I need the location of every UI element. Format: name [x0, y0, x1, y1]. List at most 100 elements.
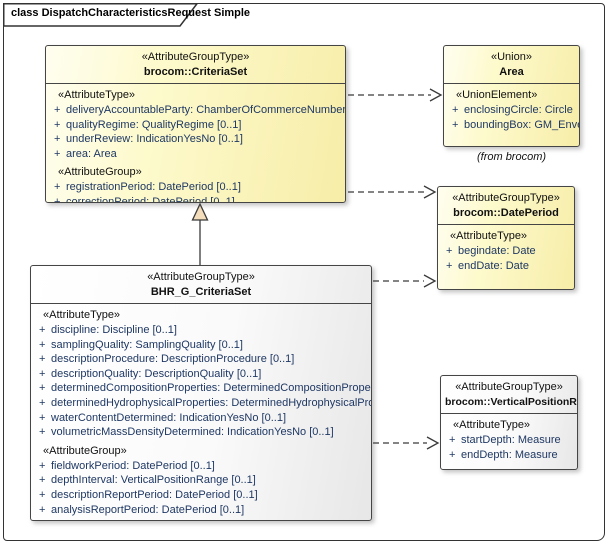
class-attributes: «AttributeType» + begindate: Date + endDat… — [438, 225, 574, 275]
visibility-plus: + — [449, 434, 456, 446]
attribute-row: + qualityRegime: QualityRegime [0..1] — [46, 118, 343, 133]
attribute-section-label: «AttributeType» — [43, 309, 121, 321]
class-brocom-verticalpositionrange[interactable]: «AttributeGroupType» brocom::VerticalPos… — [440, 375, 578, 470]
class-attributes: «UnionElement» +enclosingCircle: Circle … — [444, 84, 579, 134]
visibility-plus: + — [449, 448, 456, 461]
class-name: brocom::VerticalPositionRange — [445, 396, 577, 408]
class-header: «AttributeGroupType» brocom::CriteriaSet — [46, 46, 345, 84]
from-brocom-note: (from brocom) — [476, 151, 547, 163]
attribute-text: qualityRegime: QualityRegime [0..1] — [66, 118, 242, 131]
class-name: brocom::DatePeriod — [453, 207, 559, 219]
class-brocom-dateperiod[interactable]: «AttributeGroupType» brocom::DatePeriod … — [437, 186, 575, 290]
attribute-section-label: «AttributeType» — [453, 419, 531, 431]
attribute-row: + registrationPeriod: DatePeriod [0..1] — [46, 180, 343, 195]
attribute-row: +determinedHydrophysicalProperties: Dete… — [31, 396, 371, 411]
visibility-plus: + — [54, 195, 61, 203]
attribute-row: + enclosingCircle: Circle — [444, 103, 577, 118]
attribute-text: analysisReportPeriod: DatePeriod [0..1] — [51, 503, 245, 516]
class-stereotype: «AttributeGroupType» — [147, 271, 255, 283]
attribute-text: enclosingCircle: Circle — [464, 104, 573, 116]
attribute-text: boundingBox: GM_Envelope — [464, 118, 579, 131]
class-header: «Union» Area — [444, 46, 579, 84]
attribute-row: + waterContentDetermined: IndicationYesNo… — [31, 411, 369, 426]
visibility-plus: + — [54, 181, 61, 194]
attribute-row: + deliveryAccountableParty: ChamberOfComm… — [46, 103, 346, 118]
frame-title: class DispatchCharacteristicsRequest Sim… — [11, 7, 251, 19]
attribute-section-label: «UnionElement» — [456, 89, 538, 101]
class-brocom-criteriaset[interactable]: «AttributeGroupType» brocom::CriteriaSet… — [45, 45, 346, 203]
attribute-text: depthInterval: VerticalPositionRange [0.… — [51, 474, 256, 487]
visibility-plus: + — [39, 396, 46, 409]
frame-title-tab — [3, 3, 199, 27]
attribute-text: descriptionQuality: DescriptionQuality [… — [51, 367, 262, 380]
attribute-row: + startDepth: Measure — [441, 433, 575, 448]
attribute-row: + volumetricMassDensityDetermined: Indica… — [31, 425, 369, 440]
visibility-plus: + — [446, 259, 453, 272]
visibility-plus: + — [39, 459, 46, 472]
visibility-plus: + — [54, 118, 61, 131]
visibility-plus: + — [452, 118, 459, 131]
attribute-text: startDepth: Measure — [461, 434, 561, 446]
attribute-row: +area: Area — [46, 147, 343, 162]
attribute-section-label: «AttributeGroup» — [43, 444, 127, 457]
attribute-text: correctionPeriod: DatePeriod [0..1] — [66, 195, 235, 203]
class-attributes: «AttributeType» +discipline: Discipline … — [31, 304, 371, 519]
attribute-section-label: «AttributeType» — [58, 89, 136, 101]
class-name: brocom::CriteriaSet — [143, 66, 248, 78]
visibility-plus: + — [452, 104, 459, 116]
attribute-row: +underReview: IndicationYesNo [0..1] — [46, 132, 343, 147]
attribute-row: + endDepth: Measure — [441, 448, 575, 463]
attribute-row: + descriptionQuality: DescriptionQuality … — [31, 367, 369, 382]
attribute-text: endDepth: Measure — [461, 448, 558, 461]
attribute-row: + begindate: Date — [438, 244, 572, 259]
class-name: Area — [499, 66, 524, 78]
frame-tab-shape — [3, 3, 199, 27]
attribute-row: + correctionPeriod: DatePeriod [0..1] — [46, 195, 343, 203]
class-header: «AttributeGroupType» brocom::VerticalPos… — [441, 376, 577, 414]
class-header: «AttributeGroupType» BHR_G_CriteriaSet — [31, 266, 371, 304]
class-stereotype: «AttributeGroupType» — [141, 51, 250, 63]
attribute-section-label: «AttributeType» — [450, 230, 528, 242]
attribute-row: + fieldworkPeriod: DatePeriod [0..1] — [31, 459, 369, 474]
visibility-plus: + — [39, 353, 46, 366]
attribute-row: + boundingBox: GM_Envelope — [444, 118, 579, 133]
class-stereotype: «Union» — [491, 51, 532, 63]
class-attributes: «AttributeType» + startDepth: Measure + en… — [441, 414, 577, 464]
visibility-plus: + — [54, 104, 61, 116]
attribute-text: begindate: Date — [458, 245, 536, 257]
class-header: «AttributeGroupType» brocom::DatePeriod — [438, 187, 574, 225]
visibility-plus: + — [39, 367, 46, 380]
class-name: BHR_G_CriteriaSet — [150, 286, 252, 298]
attribute-text: registrationPeriod: DatePeriod [0..1] — [66, 181, 241, 194]
attribute-text: descriptionProcedure: DescriptionProcedu… — [51, 353, 295, 366]
attribute-text: volumetricMassDensityDetermined: Indicat… — [51, 426, 334, 439]
visibility-plus: + — [39, 474, 46, 487]
attribute-text: samplingQuality: SamplingQuality [0..1] — [51, 338, 243, 351]
visibility-plus: + — [39, 338, 46, 351]
visibility-plus: + — [39, 426, 46, 439]
visibility-plus: + — [39, 411, 46, 424]
attribute-row: + endDate: Date — [438, 259, 572, 274]
attribute-text: endDate: Date — [458, 259, 529, 272]
attribute-row: + samplingQuality: SamplingQuality [0..1] — [31, 338, 369, 353]
attribute-text: waterContentDetermined: IndicationYesNo … — [51, 411, 287, 424]
attribute-section-label: «AttributeGroup» — [58, 166, 142, 179]
attribute-text: descriptionReportPeriod: DatePeriod [0..… — [51, 488, 258, 501]
visibility-plus: + — [54, 147, 61, 160]
class-area[interactable]: «Union» Area «UnionElement» + enclosingCi… — [443, 45, 580, 147]
attribute-text: deliveryAccountableParty: ChamberOfComme… — [66, 104, 346, 116]
attribute-row: + analysisReportPeriod: DatePeriod [0..1] — [31, 503, 369, 518]
attribute-row: + depthInterval: VerticalPositionRange [0… — [31, 473, 369, 488]
attribute-row: + determinedCompositionProperties: Determ… — [31, 381, 371, 396]
attribute-text: underReview: IndicationYesNo [0..1] — [66, 133, 243, 146]
class-stereotype: «AttributeGroupType» — [455, 381, 563, 393]
attribute-text: fieldworkPeriod: DatePeriod [0..1] — [51, 459, 215, 472]
visibility-plus: + — [39, 382, 46, 395]
class-attributes: «AttributeType» + deliveryAccountablePart… — [46, 84, 346, 203]
attribute-text: determinedCompositionProperties: Determi… — [51, 382, 371, 395]
visibility-plus: + — [39, 324, 46, 336]
visibility-plus: + — [446, 245, 453, 257]
class-bhr-g-criteriaset[interactable]: «AttributeGroupType» BHR_G_CriteriaSet «… — [30, 265, 372, 521]
visibility-plus: + — [39, 503, 46, 516]
